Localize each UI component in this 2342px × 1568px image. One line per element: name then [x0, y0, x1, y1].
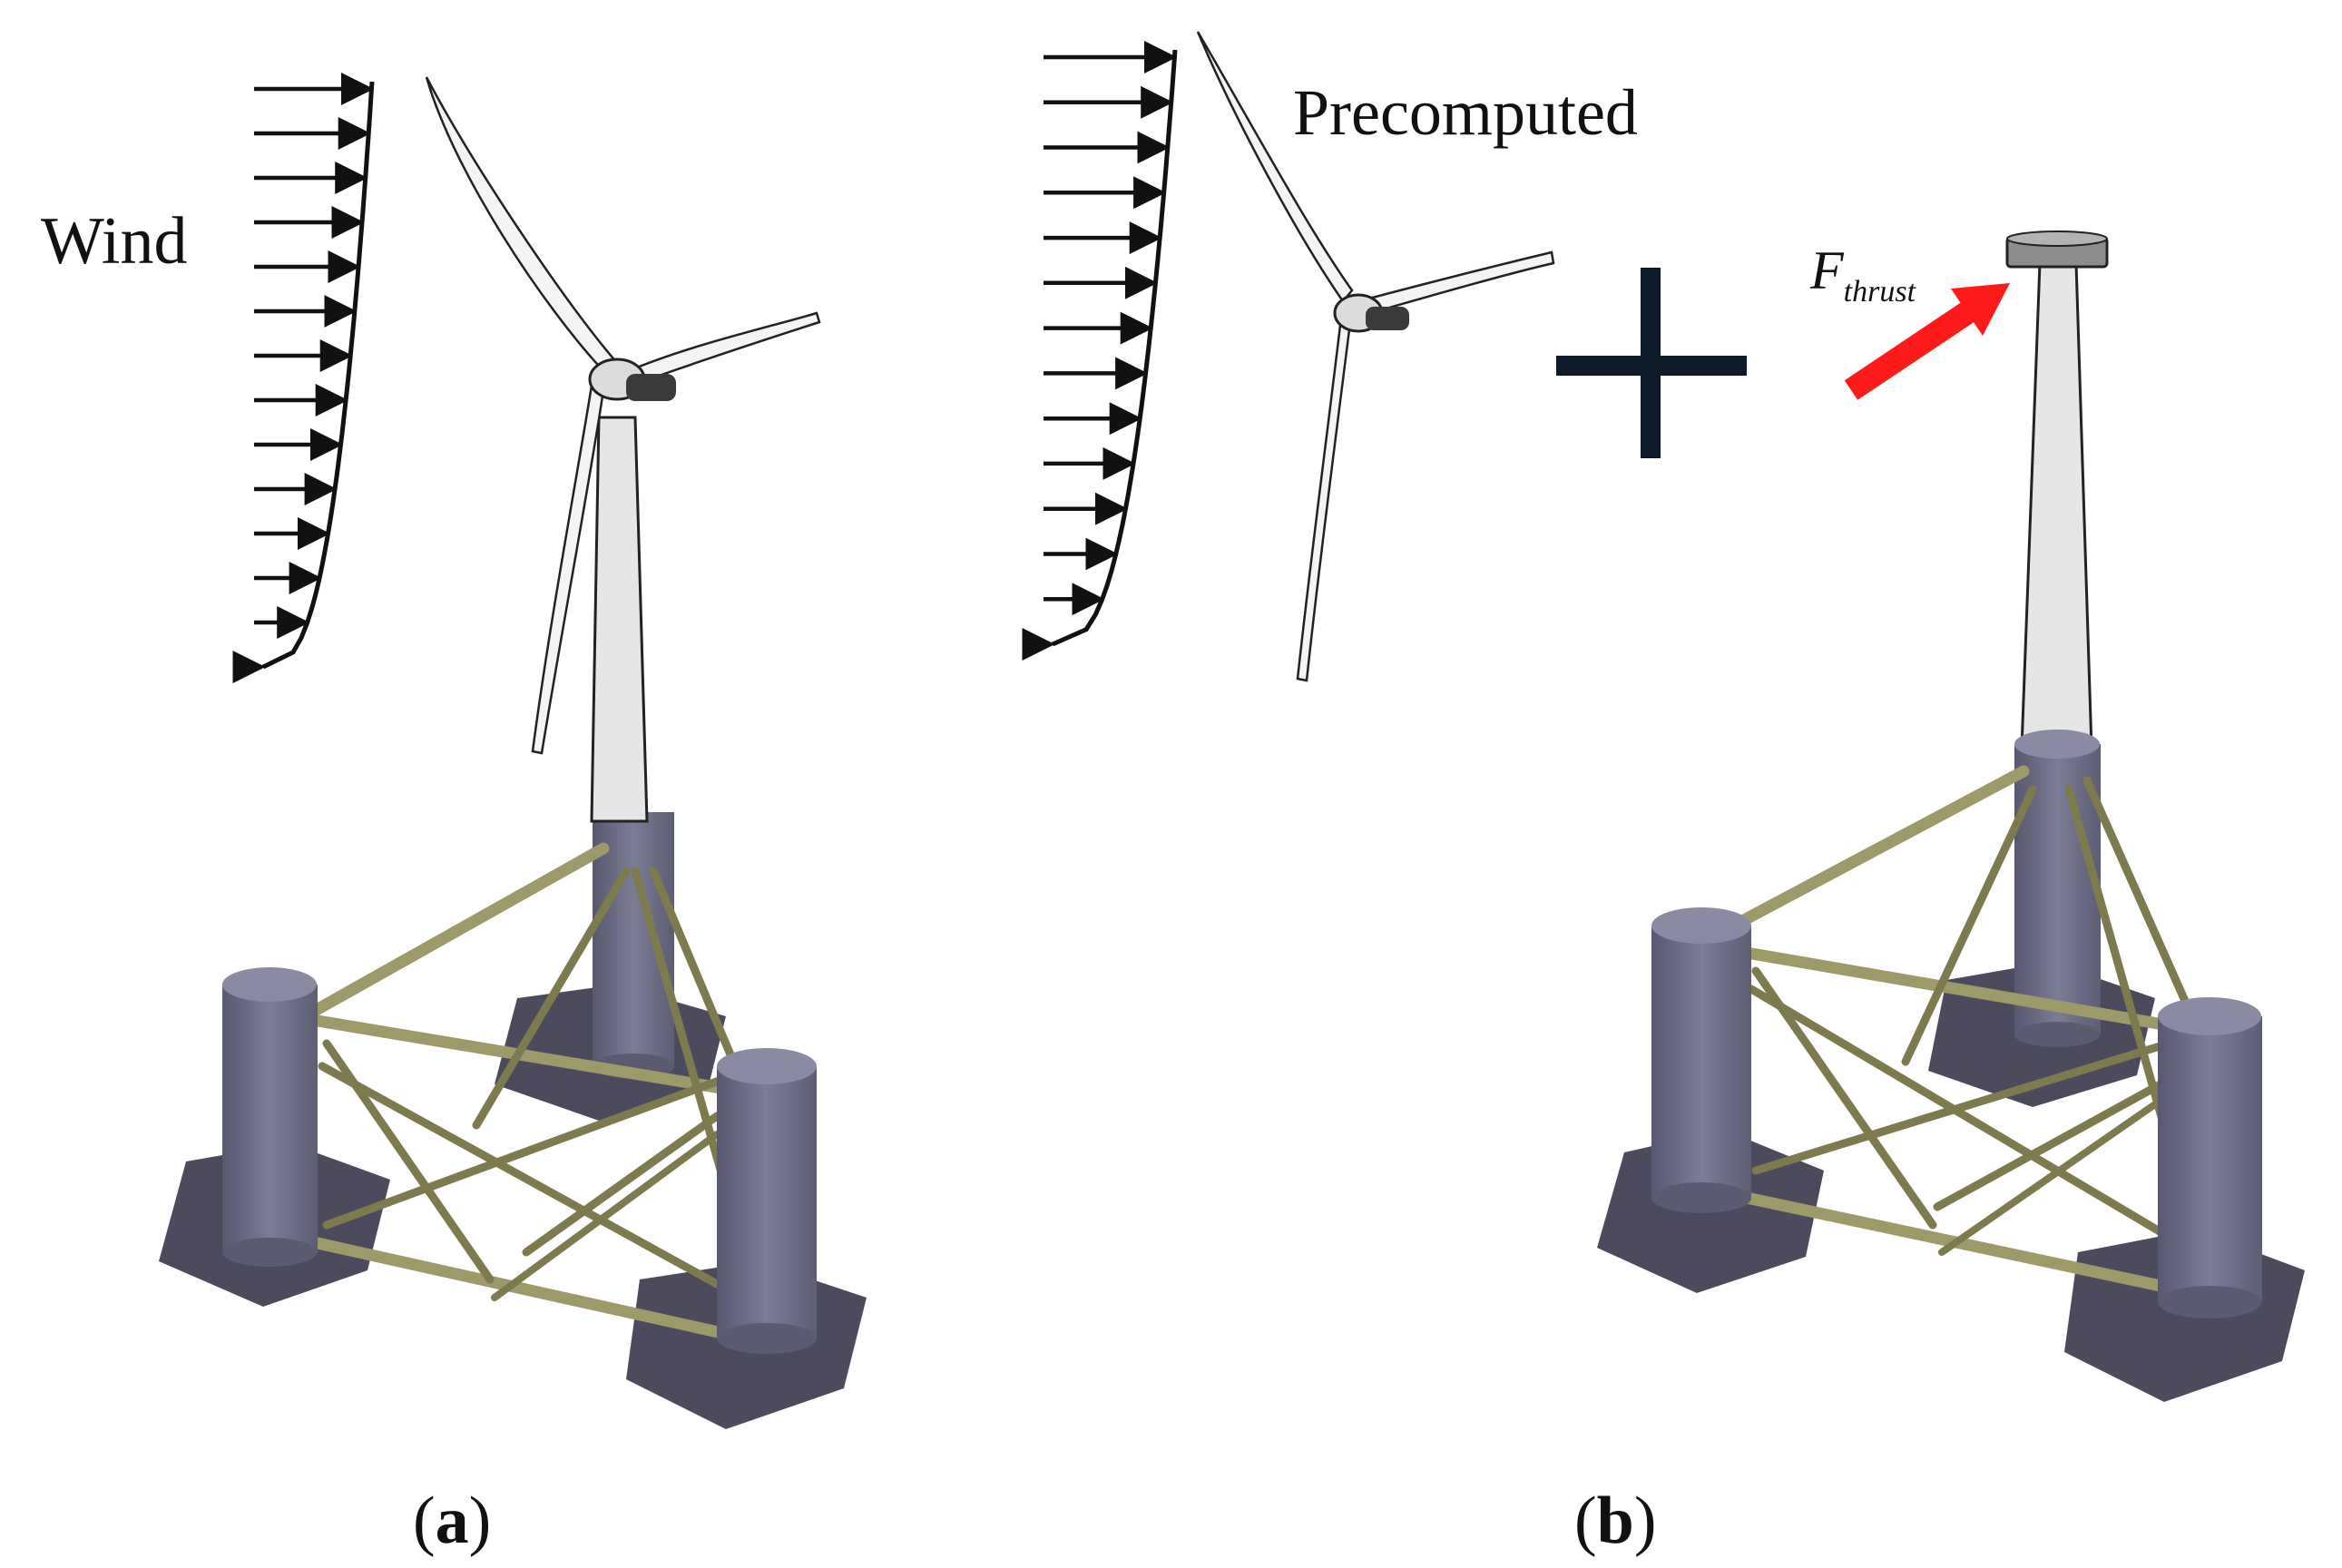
caption-b: (b)	[1574, 1484, 1656, 1558]
center-column	[593, 812, 674, 1066]
blade	[425, 76, 619, 376]
blade	[1196, 31, 1354, 304]
plus-sign	[1556, 268, 1747, 458]
blade	[531, 384, 605, 755]
wind-label: Wind	[41, 204, 187, 279]
wind-turbine-rotor	[425, 76, 821, 823]
left-column	[222, 985, 318, 1252]
semi-submersible-platform	[1597, 730, 2305, 1402]
semi-submersible-platform	[159, 812, 867, 1429]
blade	[1364, 250, 1555, 315]
wind-turbine-rotor	[1196, 31, 1555, 682]
tower	[2005, 230, 2109, 750]
wind-profile-arrows	[232, 73, 375, 683]
precomputed-label: Precomputed	[1293, 76, 1638, 149]
right-column	[717, 1066, 817, 1338]
right-column	[2158, 1016, 2262, 1302]
nacelle	[626, 374, 676, 401]
caption-a: (a)	[413, 1484, 491, 1558]
tower	[590, 416, 649, 823]
thrust-label: Fthrust	[1809, 240, 1917, 309]
wind-profile-arrows	[1022, 41, 1178, 661]
nacelle	[1366, 307, 1409, 330]
blade	[1296, 316, 1352, 682]
panel-b: Precomputed Fthrust	[1022, 31, 2305, 1558]
left-column	[1651, 926, 1751, 1198]
blade	[624, 311, 821, 387]
panel-a: Wind	[41, 73, 867, 1558]
thrust-arrow	[1844, 283, 2010, 400]
